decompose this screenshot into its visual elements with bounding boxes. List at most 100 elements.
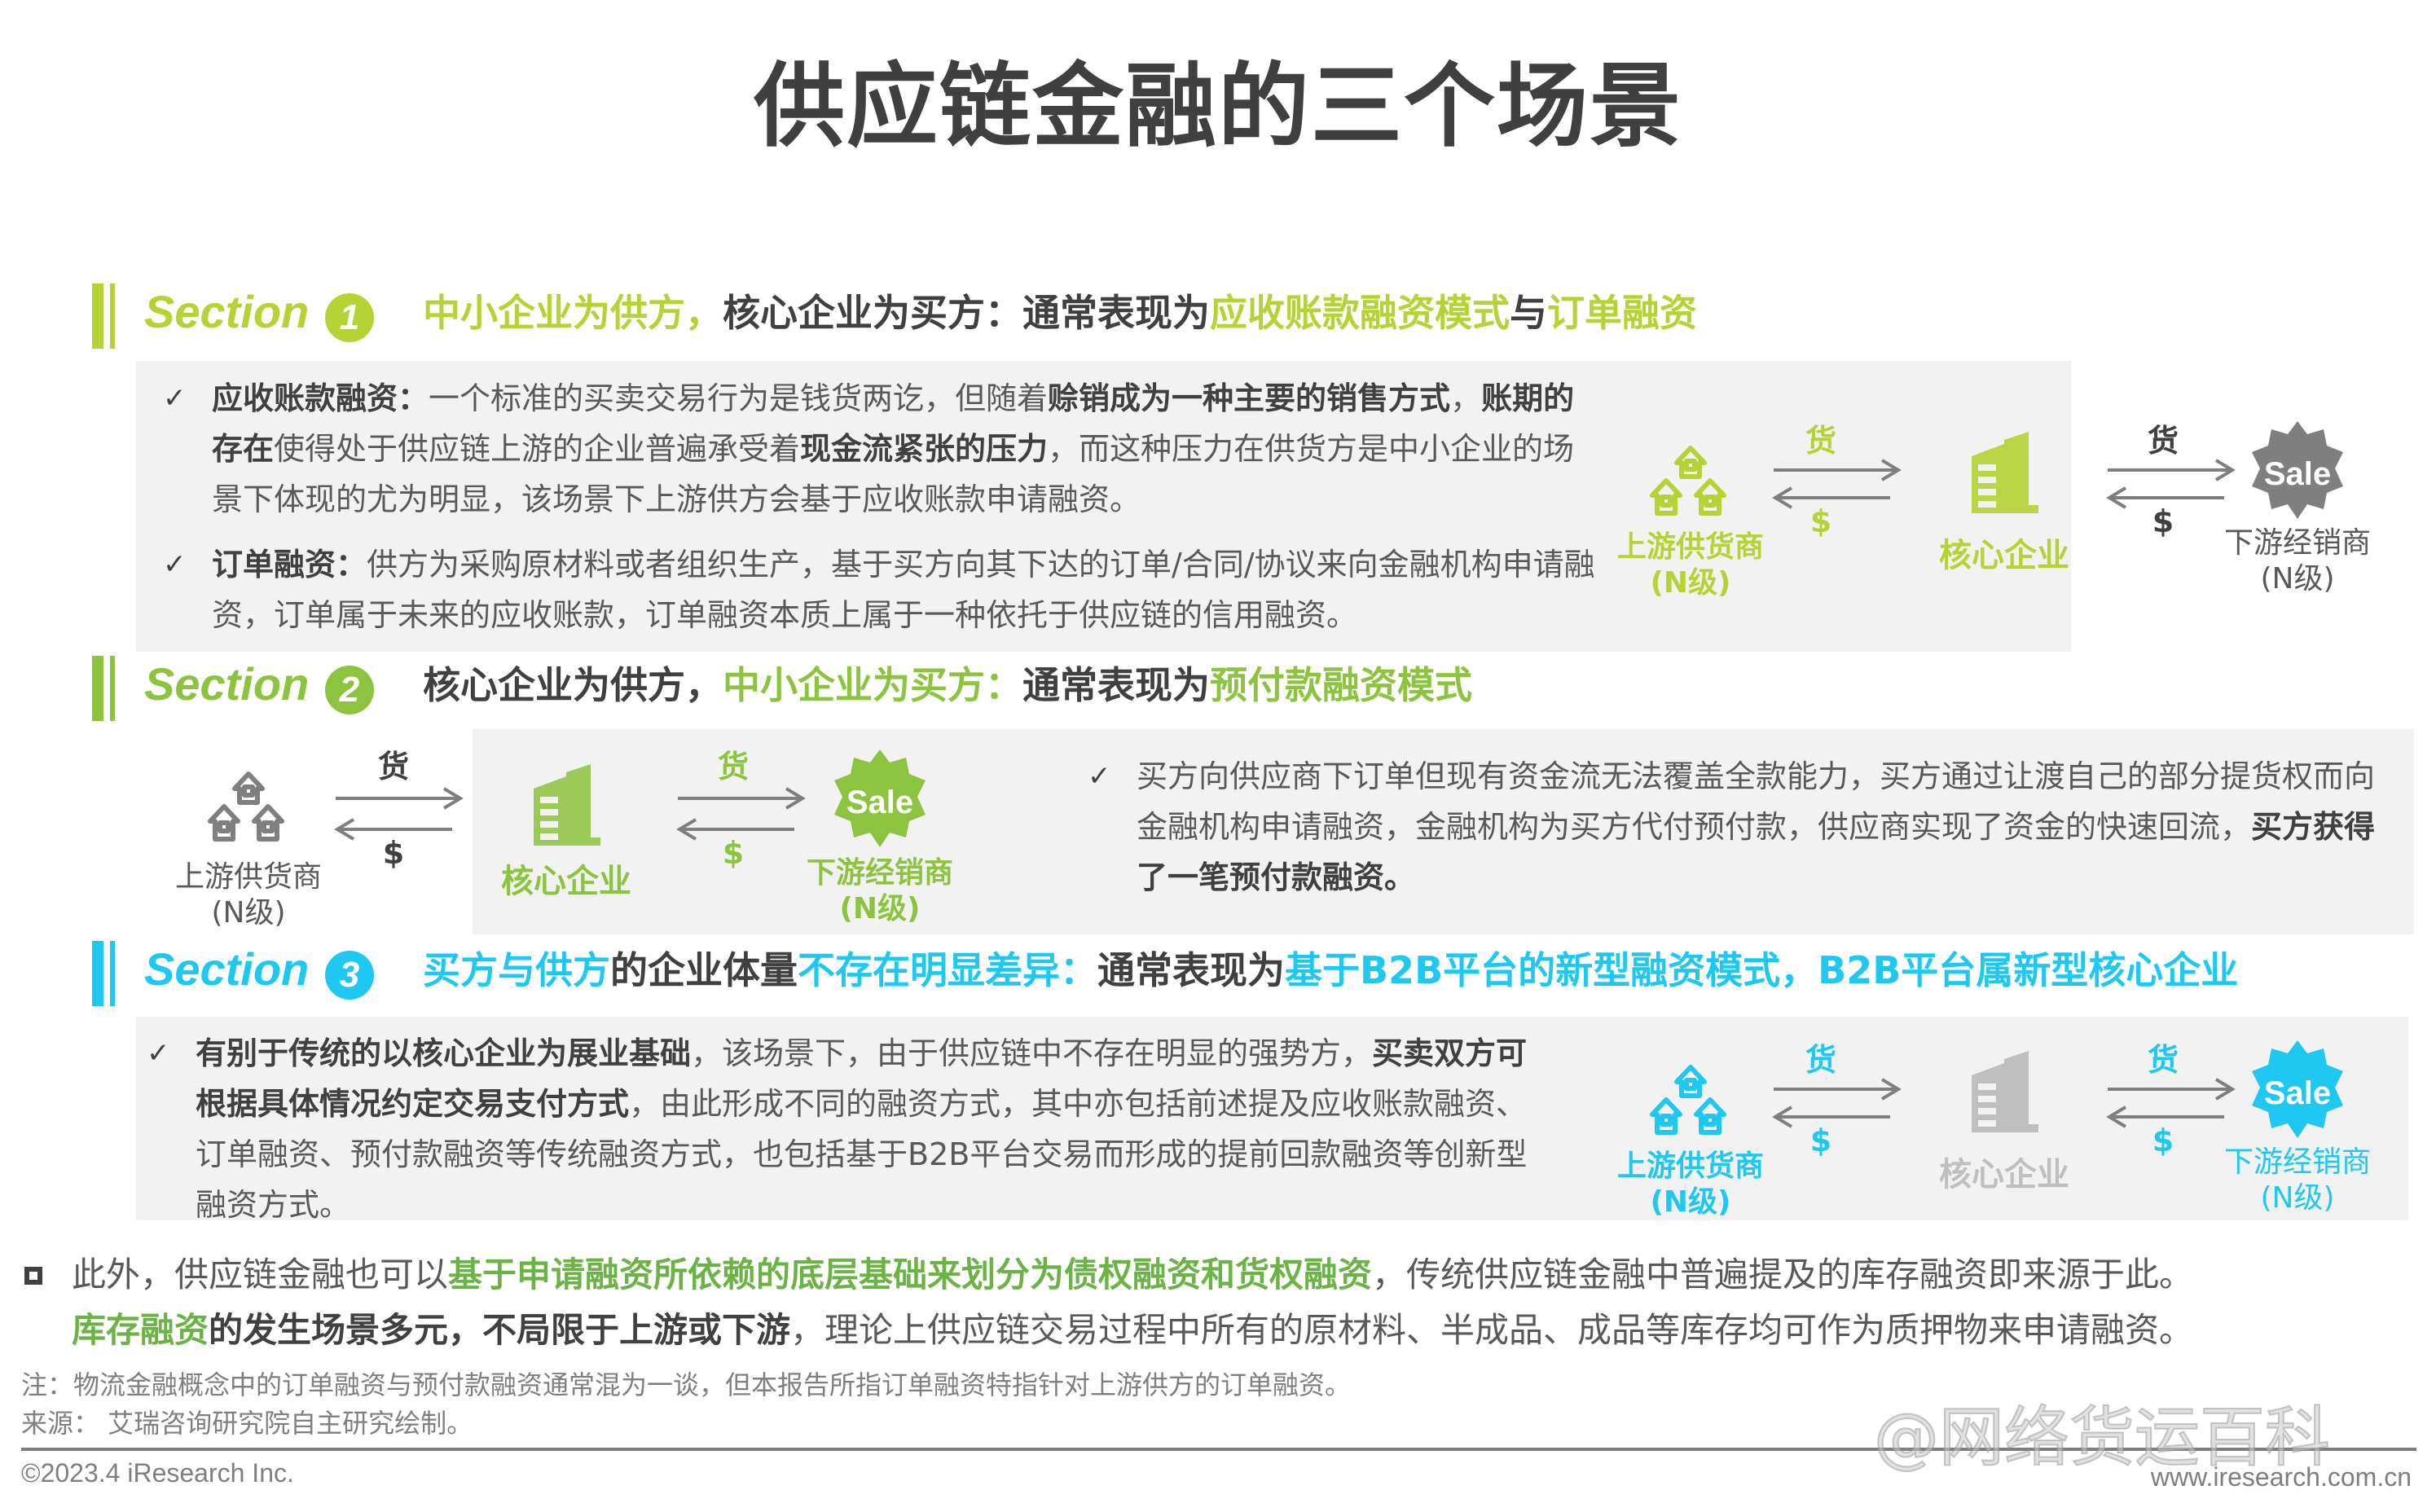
text: ，而这种压力在供货方是中小企业的场景下体现的尤为明显，该场景下上游供方会基于应收… — [212, 431, 1575, 517]
upstream-supplier-node: 上游供货商 (N级) — [1597, 530, 1784, 601]
section-marker-bar — [92, 284, 103, 349]
money-label: $ — [2152, 1123, 2174, 1158]
left-arrow-icon — [2106, 486, 2224, 509]
bullet-text: 买方向供应商下订单但现有资金流无法覆盖全款能力，买方通过让渡自己的部分提货权而向… — [1137, 751, 2383, 903]
section-number-badge: 3 — [325, 951, 374, 1000]
bullet-text: 应收账款融资：一个标准的买卖交易行为是钱货两讫，但随着赊销成为一种主要的销售方式… — [212, 373, 1605, 525]
highlight-text: 基于申请融资所依赖的底层基础来划分为债权融资和货权融资 — [448, 1255, 1373, 1294]
right-arrow-icon — [2108, 459, 2236, 481]
goods-label: 货 — [2147, 423, 2179, 459]
section-label: Section — [144, 943, 310, 995]
bold-text: 账期的存在 — [212, 380, 1575, 467]
node-sublabel: (N级) — [211, 896, 286, 930]
goods-label: 货 — [1805, 423, 1836, 459]
summary-line-2: 库存融资的发生场景多元，不局限于上游或下游，理论上供应链交易过程中所有的原材料、… — [72, 1306, 2193, 1355]
bullet-b2b-financing: ✓ 有别于传统的以核心企业为展业基础，该场景下，由于供应链中不存在明显的强势方，… — [147, 1028, 1548, 1230]
text: ，理论上供应链交易过程中所有的原材料、半成品、成品等库存均可作为质押物来申请融资… — [790, 1310, 2194, 1350]
title-highlight: 订单融资 — [1547, 291, 1697, 335]
section-marker-bar — [92, 941, 103, 1006]
title-text: 核心企业为供方， — [423, 663, 723, 707]
text: 一个标准的买卖交易行为是钱货两讫，但随着 — [429, 380, 1049, 416]
section-marker-bar — [110, 284, 115, 349]
money-label: $ — [2152, 503, 2174, 539]
bullet-prepayment-financing: ✓ 买方向供应商下订单但现有资金流无法覆盖全款能力，买方通过让渡自己的部分提货权… — [1088, 751, 2383, 903]
checkmark-icon: ✓ — [147, 1037, 170, 1070]
node-label: 核心企业 — [501, 863, 631, 900]
node-sublabel: (N级) — [1650, 1185, 1731, 1219]
bold-text: 现金流紧张的压力 — [800, 431, 1049, 467]
text: ，传统供应链金融中普遍提及的库存融资即来源于此。 — [1372, 1255, 2194, 1294]
bold-text: 赊销成为一种主要的销售方式 — [1048, 380, 1451, 416]
title-text: 与 — [1510, 291, 1547, 335]
core-enterprise-node: 核心企业 — [477, 864, 656, 899]
text: 此外，供应链金融也可以 — [72, 1255, 449, 1294]
section-number-badge: 2 — [325, 666, 374, 714]
title-highlight: 预付款融资模式 — [1210, 663, 1472, 707]
source-note: 来源： 艾瑞咨询研究院自主研究绘制。 — [21, 1408, 473, 1439]
footnote: 注：物流金融概念中的订单融资与预付款融资通常混为一谈，但本报告所指订单融资特指针… — [21, 1369, 1352, 1400]
node-label: 上游供货商 — [1616, 1149, 1764, 1183]
goods-label: 货 — [717, 749, 749, 785]
sale-badge-icon: Sale — [834, 749, 926, 847]
node-label: 上游供货商 — [1616, 530, 1764, 564]
section-marker-bar — [110, 656, 115, 721]
title-text: 通常表现为 — [1097, 948, 1285, 992]
title-highlight: 中小企业为买方： — [723, 663, 1022, 707]
text: 买方向供应商下订单但现有资金流无法覆盖全款能力，买方通过让渡自己的部分提货权而向… — [1137, 758, 2376, 845]
section-number-badge: 1 — [325, 293, 374, 342]
title-highlight: 不存在明显差异： — [798, 948, 1097, 992]
square-bullet-icon — [24, 1267, 42, 1285]
summary-line-1: 此外，供应链金融也可以基于申请融资所依赖的底层基础来划分为债权融资和货权融资，传… — [24, 1250, 2193, 1299]
bold-text: 的发生场景多元，不局限于上游或下游 — [209, 1310, 791, 1350]
node-label: 核心企业 — [1939, 537, 2069, 574]
bold-text: 买方获得了一笔预付款融资。 — [1137, 809, 2376, 895]
node-label: 上游供货商 — [174, 860, 322, 894]
left-arrow-icon — [1772, 1105, 1890, 1128]
section-1-header: Section 1 中小企业为供方，核心企业为买方：通常表现为应收账款融资模式与… — [92, 284, 2373, 349]
title-highlight: 中小企业为供方， — [423, 291, 723, 335]
money-label: $ — [722, 835, 745, 871]
section-3-header: Section 3 买方与供方的企业体量不存在明显差异：通常表现为基于B2B平台… — [92, 941, 2422, 1006]
bullet-text: 有别于传统的以核心企业为展业基础，该场景下，由于供应链中不存在明显的强势方，买卖… — [196, 1028, 1548, 1230]
downstream-distributor-node: 下游经销商 (N级) — [2208, 1145, 2387, 1216]
section-title: 中小企业为供方，核心企业为买方：通常表现为应收账款融资模式与订单融资 — [423, 287, 1697, 339]
website-link[interactable]: www.iresearch.com.cn — [2150, 1462, 2412, 1492]
sale-badge-text: Sale — [2264, 1075, 2331, 1111]
title-highlight: 基于B2B平台的新型融资模式，B2B平台属新型核心企业 — [1285, 948, 2239, 992]
upstream-supplier-node: 上游供货商 (N级) — [1597, 1149, 1784, 1220]
building-icon — [534, 764, 600, 846]
title-highlight: 买方与供方 — [423, 948, 610, 992]
bold-text: 应收账款融资： — [212, 380, 429, 416]
downstream-distributor-node: 下游经销商 (N级) — [2208, 525, 2387, 597]
left-arrow-icon — [1772, 486, 1890, 509]
left-arrow-icon — [676, 818, 794, 841]
text: 供方为采购原材料或者组织生产，基于买方向其下达的订单/合同/协议来向金融机构申请… — [212, 547, 1595, 633]
houses-icon — [208, 771, 284, 842]
node-label: 下游经销商 — [2223, 1145, 2371, 1179]
section-title: 核心企业为供方，中小企业为买方：通常表现为预付款融资模式 — [423, 659, 1472, 711]
bullet-text: 订单融资：供方为采购原材料或者组织生产，基于买方向其下达的订单/合同/协议来向金… — [212, 539, 1605, 640]
right-arrow-icon — [678, 787, 806, 810]
money-label: $ — [1809, 1123, 1832, 1158]
section-2-header: Section 2 核心企业为供方，中小企业为买方：通常表现为预付款融资模式 — [92, 656, 2373, 721]
core-enterprise-node: 核心企业 — [1915, 1157, 2094, 1193]
copyright: ©2023.4 iResearch Inc. — [21, 1458, 294, 1488]
section-2-diagram: 上游供货商 (N级) 货 $ 核心企业 货 $ Sale 下游经销商 (N级) — [163, 741, 978, 945]
section-1-diagram: 上游供货商 (N级) 货 $ 核心企业 货 $ Sale 下游经销商 (N级) — [1597, 407, 2412, 619]
upstream-supplier-node: 上游供货商 (N级) — [159, 859, 338, 931]
footer-divider — [21, 1448, 2416, 1451]
sale-badge-icon: Sale — [2252, 421, 2343, 519]
node-sublabel: (N级) — [2260, 562, 2335, 596]
section-marker-bar — [110, 941, 115, 1006]
title-highlight: 应收账款融资模式 — [1210, 291, 1510, 335]
node-label: 核心企业 — [1939, 1156, 2069, 1193]
title-text: 通常表现为 — [1022, 663, 1210, 707]
watermark: @网络货运百科 — [1873, 1399, 2331, 1476]
node-sublabel: (N级) — [1650, 566, 1731, 600]
bullet-receivables-financing: ✓ 应收账款融资：一个标准的买卖交易行为是钱货两讫，但随着赊销成为一种主要的销售… — [163, 373, 1605, 525]
bold-text: 有别于传统的以核心企业为展业基础 — [196, 1035, 692, 1071]
page-title: 供应链金融的三个场景 — [754, 54, 1682, 160]
bold-text: 订单融资： — [212, 547, 367, 582]
goods-label: 货 — [377, 749, 409, 785]
title-text: 核心企业为买方：通常表现为 — [723, 291, 1210, 335]
